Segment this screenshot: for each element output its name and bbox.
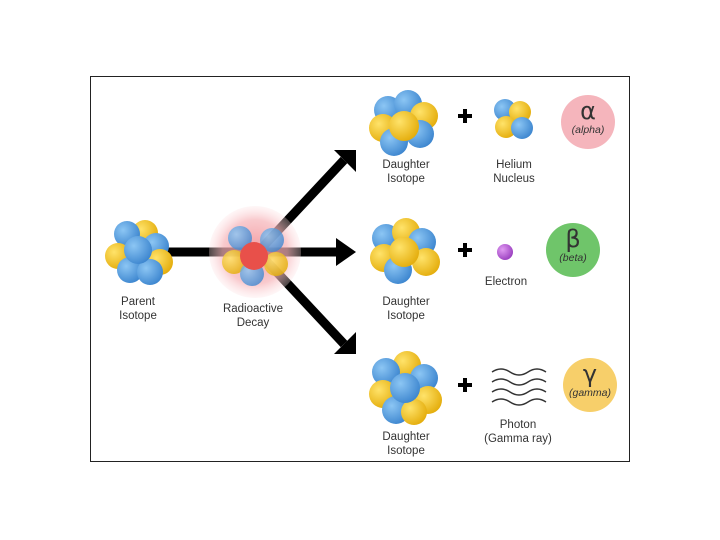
alpha-name: (alpha) [571,124,605,136]
daughter-isotope-icon [370,218,440,284]
daughter-isotope-label-beta: Daughter Isotope [382,296,430,322]
alpha-badge [561,95,615,149]
parent-isotope-label: Parent Isotope [119,296,157,322]
electron-label: Electron [484,276,528,288]
plus-icon [458,109,472,123]
wave-icon [491,368,547,406]
gamma-symbol: γ (gamma) [563,361,617,399]
plus-icon [458,378,472,392]
daughter-isotope-label-alpha: Daughter Isotope [382,159,430,185]
alpha-symbol: α (alpha) [561,98,615,136]
decay-nucleus-icon [209,206,301,298]
radioactive-decay-label: Radioactive Decay [222,303,284,329]
photon-label: Photon (Gamma ray) [484,419,552,445]
helium-nucleus-icon [494,99,533,139]
beta-glyph: β [565,225,581,253]
electron-icon [497,244,513,260]
gamma-glyph: γ [582,360,598,388]
diagram-frame [90,76,630,462]
alpha-glyph: α [580,97,596,125]
helium-nucleus-label: Helium Nucleus [493,159,535,185]
beta-symbol: β (beta) [546,226,600,264]
beta-name: (beta) [559,252,587,264]
daughter-isotope-icon [369,90,438,156]
gamma-name: (gamma) [568,387,611,399]
gamma-badge [563,358,617,412]
plus-icon [458,243,472,257]
beta-badge [546,223,600,277]
daughter-isotope-label-gamma: Daughter Isotope [382,431,430,457]
daughter-isotope-icon [369,351,442,425]
parent-isotope-icon [105,220,173,285]
